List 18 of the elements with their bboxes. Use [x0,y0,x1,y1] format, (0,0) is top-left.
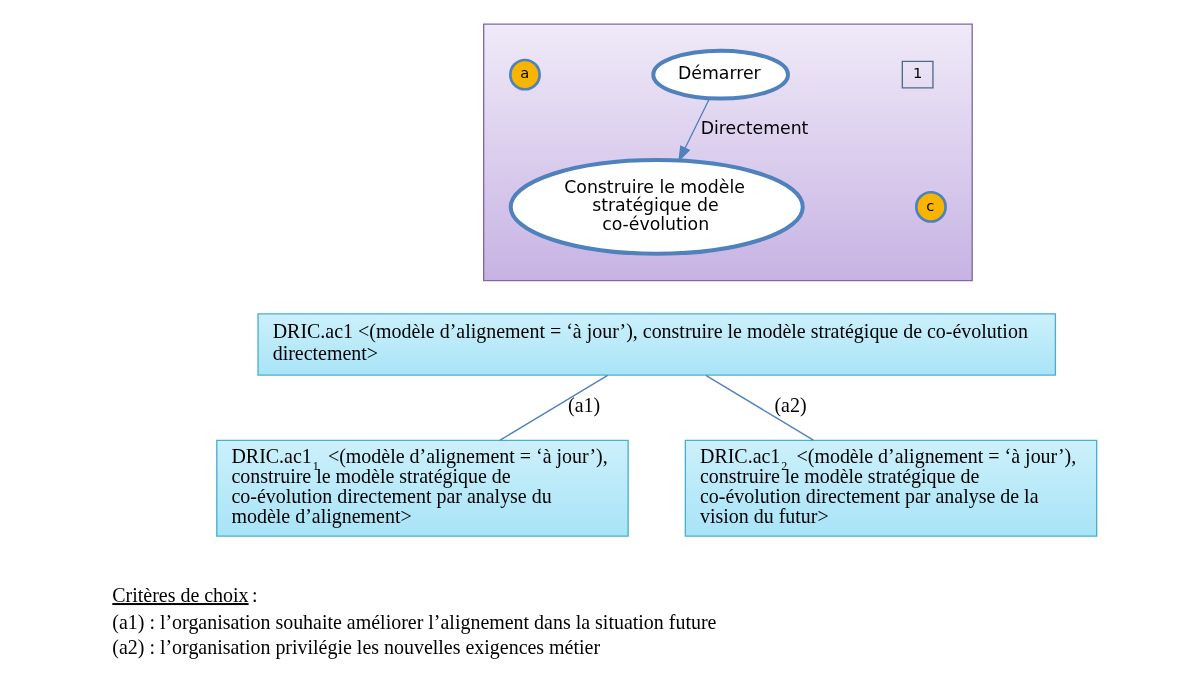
connector [499,374,609,441]
edge-label: (a2) [774,394,807,417]
label: 1 [912,64,923,82]
node-ellipse: Démarrer [651,48,790,101]
arrow [678,97,711,162]
node-box: DRIC.ac1$_{1}$ <(modèle d’alignement = ‘à jour’), construire le modèle stratégique de co-évolution directement par analyse du modèle d’alignement> [216,439,629,537]
edge-label: (a1) [568,394,601,417]
connector [705,374,815,441]
node-ellipse: Construire le modèle stratégique de co-évolution [508,158,805,256]
cluster [483,23,973,282]
node-box: DRIC.ac1$_{2}$ <(modèle d’alignement = ‘à jour’), construire le modèle stratégique de co-évolution directement par analyse de la vision du futur> [684,439,1098,537]
node-circle: a [509,58,541,91]
edge-label: Directement [700,117,809,138]
node-circle: c [914,190,947,223]
label: (a2) : l’organisation privilégie les nouvelles exigences métier [112,635,601,658]
node-box: DRIC.ac1 <(modèle d’alignement = ‘à jour’), construire le modèle stratégique de co-évolution directement> [257,313,1057,376]
label: (a1) : l’organisation souhaite améliorer l’alignement dans la situation future [112,610,717,633]
label: Critères de choix: [112,584,258,607]
